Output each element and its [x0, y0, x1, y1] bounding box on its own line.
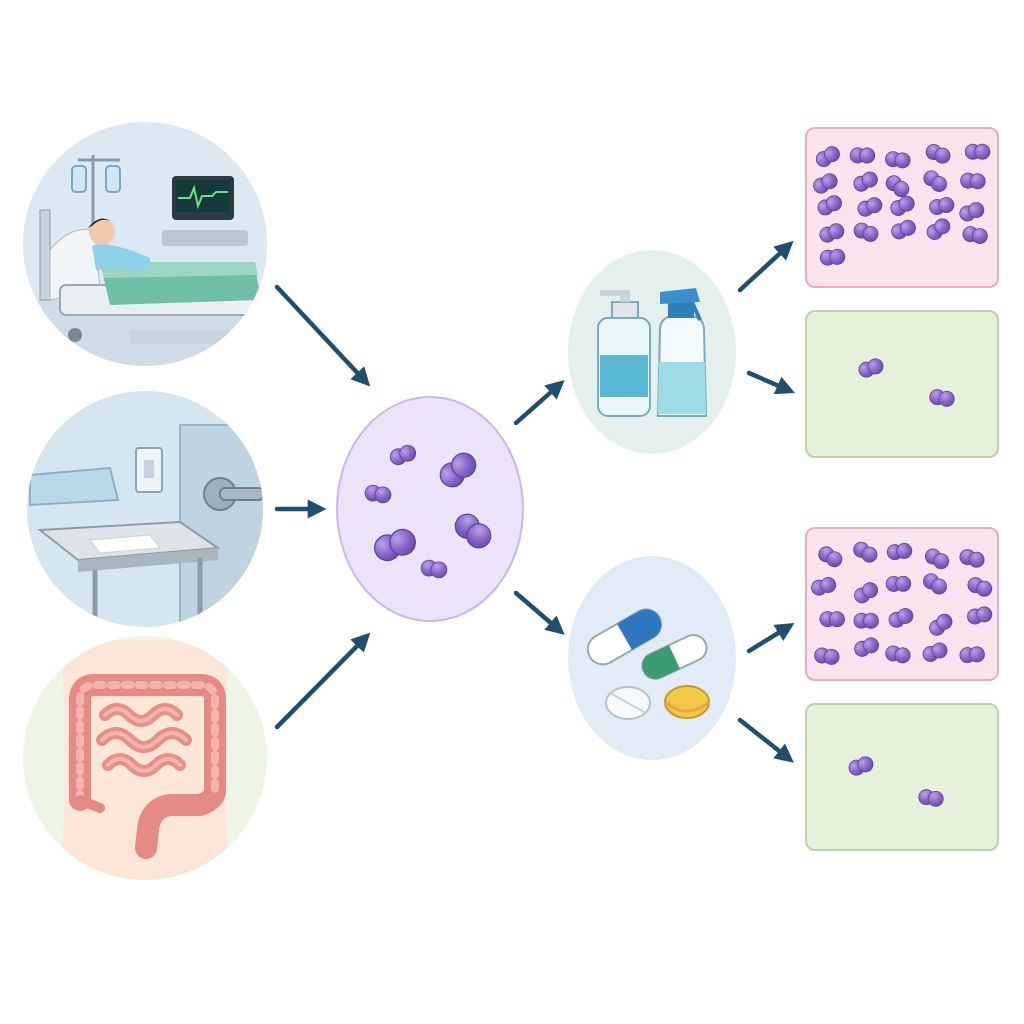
bacterium-icon [848, 756, 874, 776]
bacterium-icon [967, 577, 993, 597]
bacterium-icon [853, 222, 879, 242]
outcome-box-medication-low [805, 703, 999, 851]
bacterium-icon [857, 197, 883, 217]
bacterium-icon [925, 144, 951, 164]
bacterium-icon [890, 195, 915, 216]
bacterium-icon [454, 513, 492, 549]
bacterium-icon [818, 546, 843, 568]
bacterium-icon [964, 143, 991, 160]
bacterium-icon [364, 484, 392, 504]
arrow-gut-to-hub [274, 632, 371, 730]
flow-arrows [274, 240, 795, 763]
bacterium-icon [918, 789, 944, 807]
bacterium-icon [817, 195, 842, 216]
bacterium-icon [888, 608, 914, 628]
bacterium-icon [849, 147, 876, 164]
bacterium-icon [374, 528, 416, 562]
hospital-bed-patient-icon [23, 122, 267, 366]
bacterium-icon [439, 452, 477, 488]
bacterium-icon [885, 175, 910, 198]
bacterium-icon [926, 218, 951, 240]
intestines-icon [23, 636, 267, 880]
bacterium-icon [853, 541, 878, 563]
bacterium-icon [854, 582, 879, 604]
arrow-disinfectants-to-high [737, 240, 794, 293]
bacterium-icon [813, 173, 838, 194]
bacterium-icon [854, 637, 879, 657]
bacterium-icon [959, 646, 985, 664]
bacterium-icon [819, 248, 846, 266]
outcome-box-disinfectant-high [805, 127, 999, 288]
bacterium-icon [819, 223, 845, 243]
bacterium-icon [885, 151, 911, 169]
bacterium-icon [886, 542, 913, 561]
bacterium-icon [885, 645, 911, 664]
bacterium-icon [923, 573, 947, 595]
bacterium-icon [819, 611, 845, 628]
bacterium-icon [814, 647, 840, 665]
bacterium-icon [929, 197, 955, 215]
arrow-hub-to-disinfectants [513, 379, 565, 426]
bacterium-icon [815, 146, 840, 168]
bacterium-icon [811, 577, 837, 596]
bacterium-icon [885, 575, 912, 592]
arrow-patient-to-hub [274, 284, 371, 387]
bacterium-icon [853, 612, 879, 629]
bacterium-icon [962, 226, 988, 245]
arrow-hub-to-medications [513, 590, 565, 635]
bacterium-icon [959, 549, 985, 568]
arrow-medications-to-high [746, 623, 795, 654]
bacterium-icon [891, 219, 916, 240]
bacterium-icon [858, 358, 884, 378]
bacterium-icon [923, 170, 948, 192]
bacterium-icon [924, 548, 950, 570]
bacterium-icon [959, 202, 985, 222]
arrow-disinfectants-to-low [746, 370, 795, 395]
outcome-box-medication-high [805, 527, 999, 681]
hospital-room-surfaces-icon [27, 391, 263, 627]
bacterium-icon [853, 171, 878, 192]
bacteria-cluster-icon [336, 396, 524, 622]
bacterium-icon [389, 444, 417, 466]
bacterium-icon [929, 613, 953, 636]
arrow-medications-to-low [737, 717, 794, 763]
bacterium-icon [420, 559, 448, 579]
bacterium-icon [929, 389, 955, 407]
bacterium-icon [967, 606, 993, 625]
disinfectant-bottles-icon [568, 250, 736, 454]
outcome-box-disinfectant-low [805, 310, 999, 458]
bacterium-icon [960, 172, 986, 190]
bacterium-icon [922, 642, 948, 662]
pills-capsules-icon [568, 556, 736, 760]
